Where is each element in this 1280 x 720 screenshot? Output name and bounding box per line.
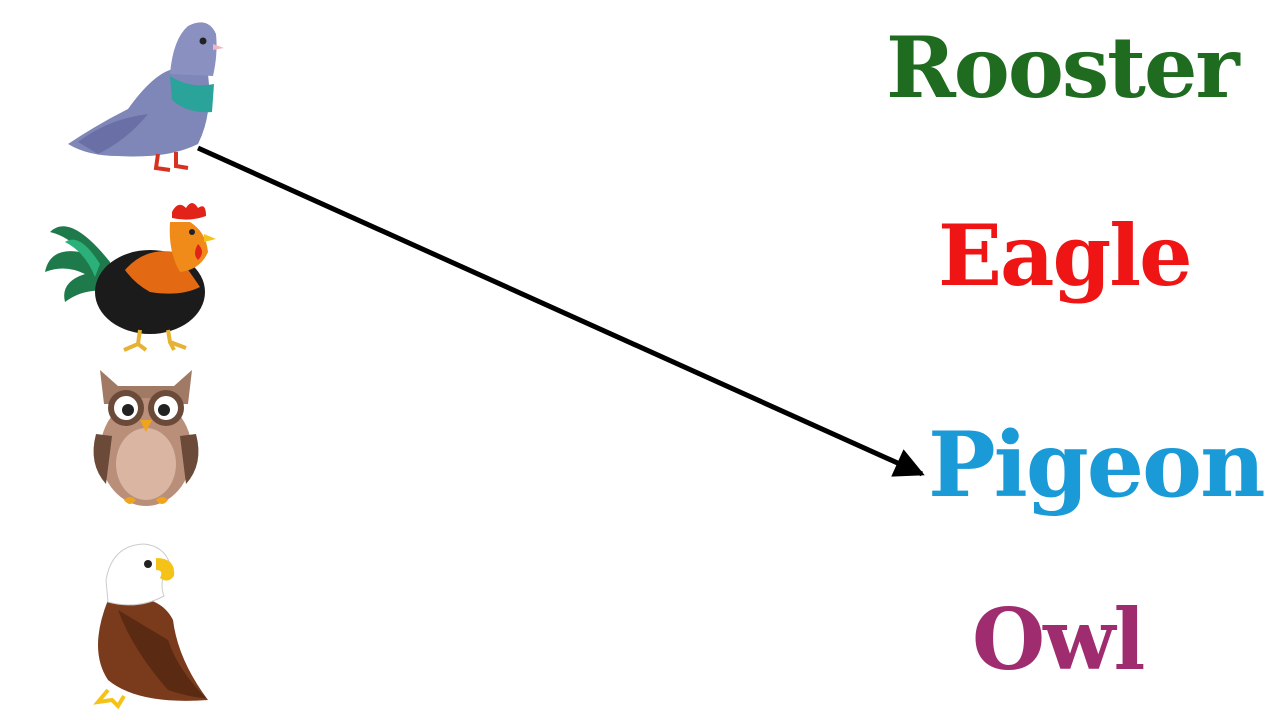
pigeon-icon[interactable] <box>58 14 228 174</box>
rooster-icon[interactable] <box>40 192 220 354</box>
word-rooster[interactable]: Rooster <box>886 18 1240 117</box>
owl-icon[interactable] <box>88 364 204 512</box>
word-pigeon[interactable]: Pigeon <box>928 412 1266 518</box>
eagle-icon[interactable] <box>78 540 218 710</box>
word-eagle[interactable]: Eagle <box>938 206 1193 305</box>
word-owl[interactable]: Owl <box>972 590 1145 689</box>
match-line <box>196 145 925 477</box>
